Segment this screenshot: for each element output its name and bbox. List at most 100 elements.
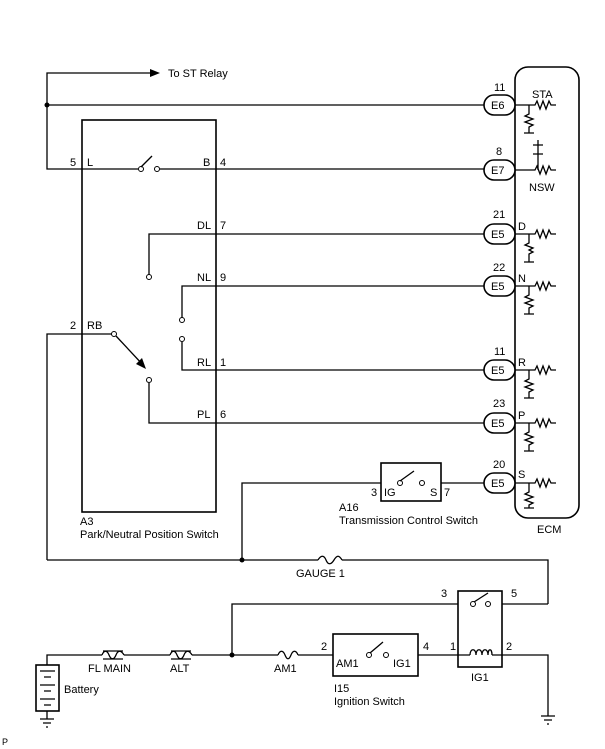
ignition-name: Ignition Switch	[334, 696, 405, 708]
main-power-wire	[46, 654, 333, 665]
signal-label: S	[518, 469, 525, 481]
fusible-link-outline	[103, 650, 123, 660]
ig1-relay: 3 5 1 2 IG1	[231, 588, 555, 725]
tcs-name: Transmission Control Switch	[339, 515, 478, 527]
ecm-box	[514, 66, 580, 519]
pin-number: 2	[70, 320, 76, 332]
series-resistor	[515, 417, 556, 429]
pin-number: 7	[220, 220, 226, 232]
st-relay-label: To ST Relay	[168, 68, 228, 80]
connector-code: E5	[491, 229, 504, 241]
relay-contact-wire	[231, 603, 548, 655]
pulldown-resistor	[523, 370, 535, 399]
contact-point	[485, 601, 491, 607]
signal-label: STA	[532, 89, 553, 101]
pin-number: 4	[220, 157, 226, 169]
pin-number: 11	[494, 346, 505, 358]
corner-mark: P	[2, 737, 8, 747]
terminal-name: S	[430, 487, 437, 499]
pulldown-resistor	[523, 286, 535, 315]
battery-box	[35, 664, 60, 712]
terminal-name: PL	[197, 409, 210, 421]
series-resistor	[515, 228, 556, 240]
switch-blade	[140, 155, 153, 168]
ecm-pin-nsw: 8 E7 NSW	[483, 146, 555, 194]
pin-number: 11	[494, 82, 505, 94]
series-resistor	[515, 99, 556, 111]
pin-number: 1	[220, 357, 226, 369]
pin-number: 5	[70, 157, 76, 169]
fusible-link-outline	[171, 650, 191, 660]
battery-label: Battery	[64, 684, 99, 696]
connector-code: E5	[491, 478, 504, 490]
connector-code: E5	[491, 281, 504, 293]
switch-blade	[399, 470, 415, 482]
pin-number: 4	[423, 641, 429, 653]
pin-number: 6	[220, 409, 226, 421]
contact-point	[179, 336, 185, 342]
contact-point	[111, 331, 117, 337]
ground-icon	[541, 715, 555, 725]
signal-label: NSW	[529, 182, 555, 194]
pin-number: 2	[506, 641, 512, 653]
s-wire	[241, 482, 484, 560]
fuse-label: FL MAIN	[88, 663, 131, 675]
arrow-right-icon	[150, 69, 160, 77]
pin-number: 3	[441, 588, 447, 600]
junction-dot	[229, 652, 235, 658]
st-relay-wire	[46, 72, 150, 105]
pin-number: 22	[493, 262, 505, 274]
terminal-name: RL	[197, 357, 211, 369]
pulldown-resistor	[523, 483, 535, 509]
gauge1-circuit: GAUGE 1	[47, 555, 549, 604]
ecm-pin-d: 21 E5 D	[483, 209, 526, 245]
connector-code: E7	[491, 165, 504, 177]
relay-box	[457, 590, 503, 668]
terminal-name: L	[87, 157, 93, 169]
ecm-pin-sta: 11 E6 STA	[483, 82, 553, 116]
ecm-pin-p: 23 E5 P	[483, 398, 525, 434]
pin-number: 3	[371, 487, 377, 499]
pin-number: 8	[496, 146, 502, 158]
contact-point	[470, 601, 476, 607]
junction-dot	[239, 557, 245, 563]
tcs-box	[380, 462, 442, 502]
pin-number: 23	[493, 398, 505, 410]
selector-arrow-icon	[136, 358, 146, 369]
r-wire	[181, 342, 484, 371]
rb-wire	[46, 333, 112, 560]
battery-cells-icon	[40, 670, 55, 706]
pin-number: 21	[493, 209, 505, 221]
terminal-name: IG	[384, 487, 396, 499]
terminal-name: DL	[197, 220, 211, 232]
ecm-internal-resistors	[515, 99, 556, 509]
contact-point	[154, 166, 160, 172]
pullup-resistor	[533, 140, 543, 170]
fuse-gauge1-icon	[317, 555, 343, 565]
connector-code: E5	[491, 365, 504, 377]
contact-point	[419, 480, 425, 486]
ground-icon	[40, 711, 54, 728]
fuse-alt-icon	[169, 650, 193, 660]
signal-label: N	[518, 273, 526, 285]
terminal-name: AM1	[336, 658, 359, 670]
contact-point	[138, 166, 144, 172]
pin-number: 7	[444, 487, 450, 499]
pin-number: 1	[450, 641, 456, 653]
fuse-label: AM1	[274, 663, 297, 675]
ecm: ECM	[514, 66, 580, 536]
tcs-code: A16	[339, 502, 359, 514]
ecm-pin-n: 22 E5 N	[483, 262, 526, 297]
series-resistor	[515, 477, 556, 489]
n-wire	[181, 285, 484, 318]
pin-number: 5	[511, 588, 517, 600]
fuse-label: ALT	[170, 663, 190, 675]
p-wire	[148, 383, 484, 424]
terminal-name: IG1	[393, 658, 411, 670]
ecm-pin-s: 20 E5 S	[483, 459, 525, 494]
relay-coil-wire	[418, 654, 549, 716]
contact-point	[366, 652, 372, 658]
contact-point	[146, 274, 152, 280]
terminal-name: RB	[87, 320, 102, 332]
